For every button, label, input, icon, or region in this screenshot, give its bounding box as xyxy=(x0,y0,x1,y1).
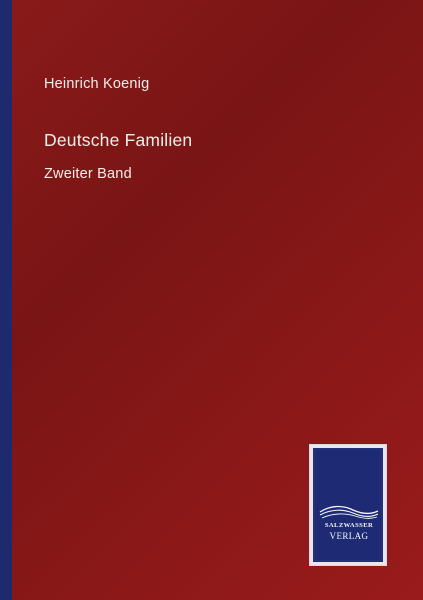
wave-icon xyxy=(319,505,379,519)
publisher-logo-panel xyxy=(315,450,381,560)
publisher-name-line-2: VERLAG xyxy=(329,531,369,541)
publisher-name-line-1: SALZWASSER xyxy=(324,522,374,529)
book-subtitle: Zweiter Band xyxy=(44,166,132,182)
book-title: Deutsche Familien xyxy=(44,130,193,150)
publisher-logo: SALZWASSER VERLAG xyxy=(309,444,387,566)
author-name: Heinrich Koenig xyxy=(44,76,150,92)
spine-stripe xyxy=(0,0,12,600)
